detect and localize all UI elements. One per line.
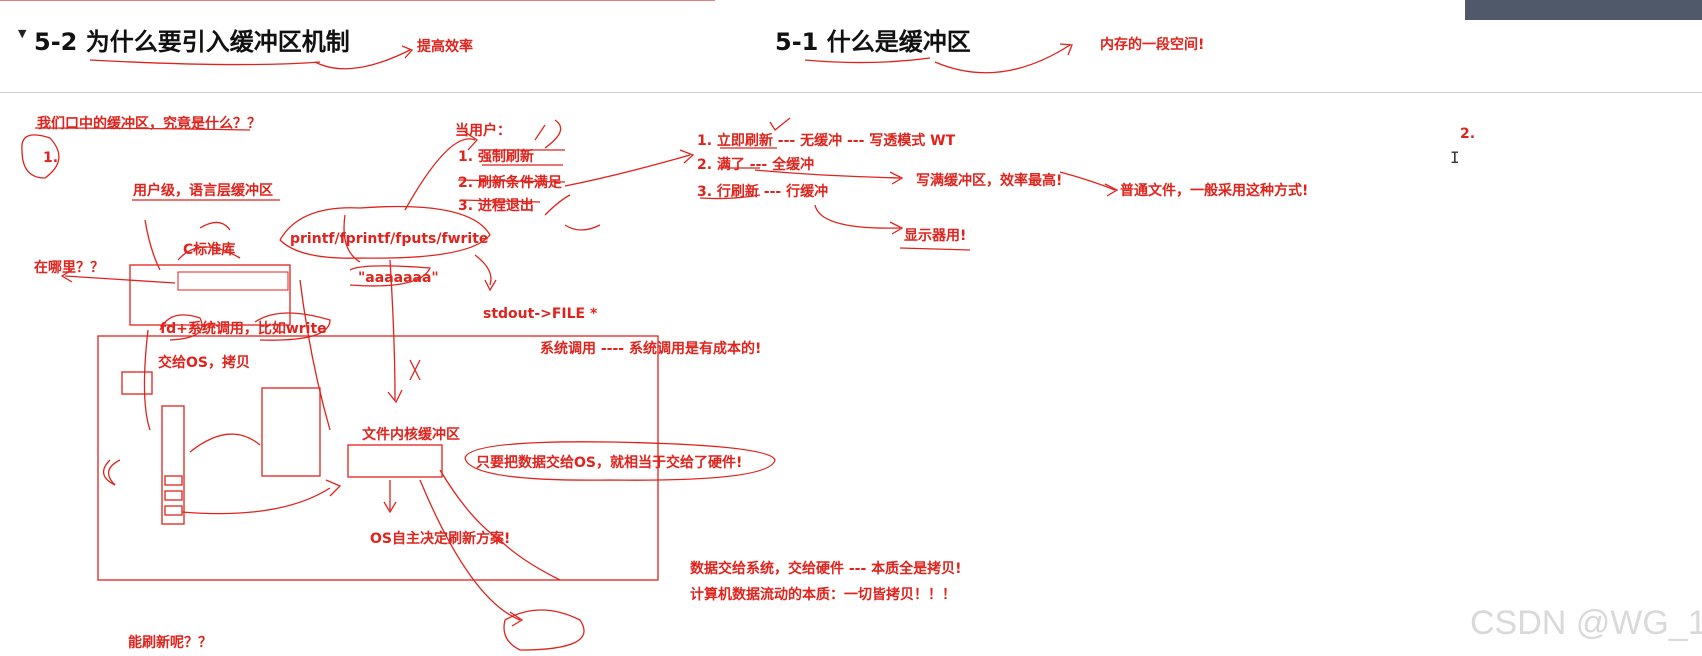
note-can-flush: 能刷新呢？？ — [128, 632, 212, 652]
note-item-2: 2. — [1460, 126, 1475, 142]
note-stdout: stdout->FILE * — [483, 306, 597, 322]
note-data-copy: 数据交给系统，交给硬件 --- 本质全是拷贝! — [690, 558, 962, 578]
note-question: 我们口中的缓冲区，究竟是什么？？ — [37, 113, 261, 133]
note-os-decide: OS自主决定刷新方案! — [370, 528, 510, 548]
text-cursor-icon: I — [1450, 148, 1460, 167]
note-item-1: 1. — [43, 150, 58, 166]
note-clib: C标准库 — [183, 239, 235, 259]
note-user-level: 用户级，语言层缓冲区 — [133, 180, 273, 200]
note-exit: 3. 进程退出 — [458, 195, 534, 215]
note-kernel-buf: 文件内核缓冲区 — [362, 424, 460, 444]
note-display: 显示器用! — [904, 225, 966, 245]
note-aaaa: "aaaaaaa" — [358, 270, 439, 286]
note-give-os: 交给OS，拷贝 — [158, 352, 250, 372]
note-syscall-cost: 系统调用 ---- 系统调用是有成本的! — [540, 338, 761, 358]
note-flow-copy: 计算机数据流动的本质：一切皆拷贝！！！ — [690, 584, 956, 604]
note-when-user: 当用户： — [455, 120, 511, 140]
note-write-full: 写满缓冲区，效率最高! — [916, 170, 1062, 190]
note-memory-space: 内存的一段空间! — [1100, 34, 1204, 54]
note-fd-syscall: fd+系统调用，比如write — [160, 318, 327, 338]
note-full: 2. 满了 --- 全缓冲 — [697, 154, 814, 174]
note-where: 在哪里？？ — [34, 257, 104, 277]
note-to-hardware: 只要把数据交给OS，就相当于交给了硬件! — [476, 452, 742, 472]
note-printf: printf/fprintf/fputs/fwrite — [290, 231, 488, 247]
note-line: 3. 行刷新 --- 行缓冲 — [697, 181, 828, 201]
note-efficiency: 提高效率 — [417, 36, 473, 56]
watermark: CSDN @WG_17 — [1470, 604, 1702, 643]
note-force: 1. 强制刷新 — [458, 146, 534, 166]
note-normal-file: 普通文件，一般采用这种方式! — [1120, 180, 1308, 200]
note-imm: 1. 立即刷新 --- 无缓冲 --- 写透模式 WT — [697, 130, 955, 150]
note-condition: 2. 刷新条件满足 — [458, 172, 562, 192]
